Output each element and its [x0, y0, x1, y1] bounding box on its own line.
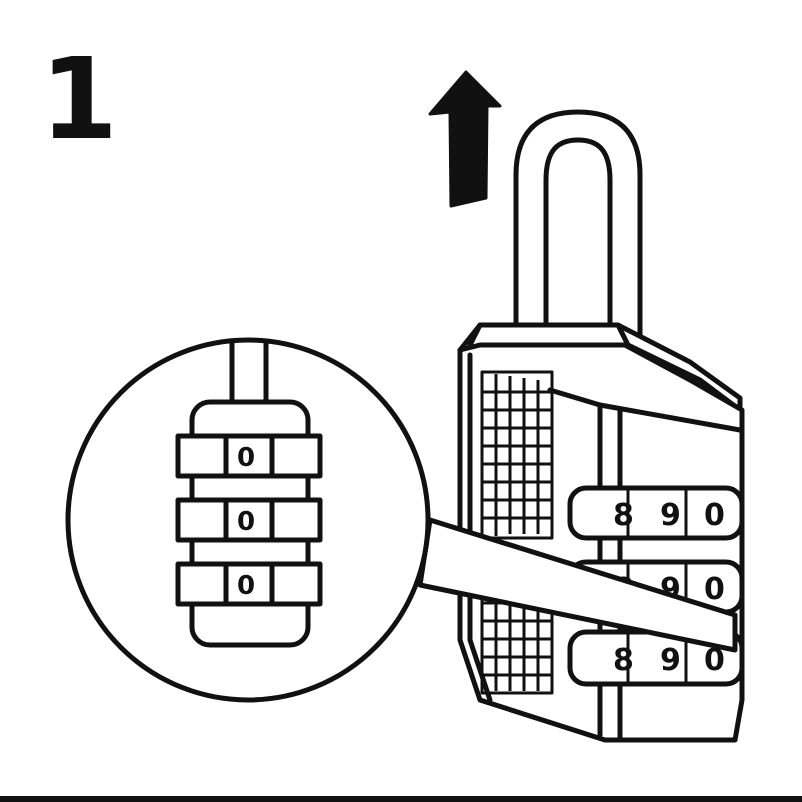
- dial-digit: 0: [704, 572, 725, 607]
- dial-digit: 9: [660, 643, 681, 678]
- padlock-icon: 8 9 0 8 9 0 8 9 0: [457, 109, 745, 743]
- dial-digit: 8: [613, 643, 634, 678]
- zoom-dial-3: 0: [175, 561, 323, 607]
- zoom-dial-2: 0: [175, 497, 323, 543]
- zoom-dial-digit: 0: [237, 443, 255, 473]
- zoom-dial-digit: 0: [237, 507, 255, 537]
- dial-digit: 8: [613, 498, 634, 533]
- dial-digit: 9: [660, 498, 681, 533]
- zoom-callout: 0 0 0: [65, 337, 738, 703]
- step-number: 1: [40, 35, 118, 165]
- dial-digit: 0: [704, 643, 725, 678]
- zoom-dial-digit: 0: [237, 571, 255, 601]
- bottom-border: [0, 796, 802, 802]
- up-arrow-icon: [428, 70, 502, 208]
- lock-dial-1: 8 9 0: [567, 485, 745, 541]
- zoom-dial-1: 0: [175, 433, 323, 479]
- grip-texture: [480, 370, 554, 695]
- dial-digit: 0: [704, 498, 725, 533]
